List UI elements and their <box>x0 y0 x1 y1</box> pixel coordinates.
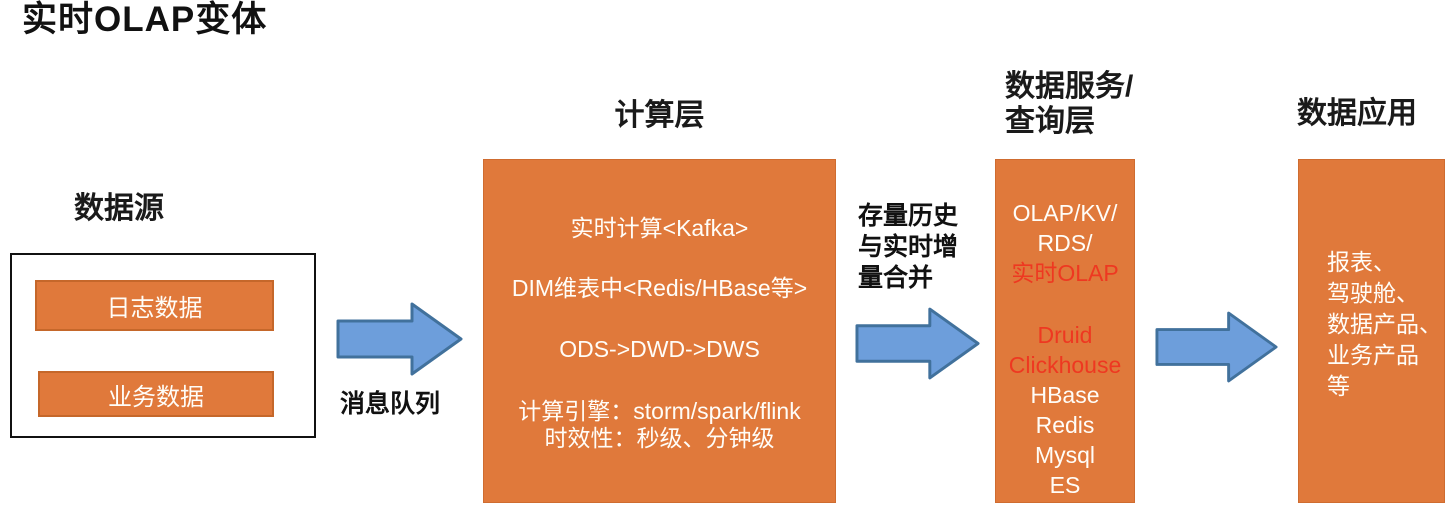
arrow-shape <box>855 307 980 380</box>
merge-note-line-1: 存量历史 <box>858 202 959 230</box>
app-line-business-product: 业务产品 <box>1327 342 1419 368</box>
service-layer-lines: OLAP/KV/ RDS/ 实时OLAP Druid Clickhouse HB… <box>996 198 1134 500</box>
message-queue-label: 消息队列 <box>340 390 441 418</box>
service-layer-box: OLAP/KV/ RDS/ 实时OLAP Druid Clickhouse HB… <box>995 159 1135 503</box>
service-line-clickhouse: Clickhouse <box>1008 352 1122 378</box>
service-line-druid: Druid <box>1037 322 1093 348</box>
arrow-shape <box>1155 311 1278 383</box>
business-data-label: 业务数据 <box>108 383 204 411</box>
app-line-etc: 等 <box>1327 373 1350 399</box>
merge-note-line-2: 与实时增 <box>858 233 959 261</box>
app-line-report: 报表、 <box>1327 249 1396 275</box>
flow-arrow-3 <box>1155 311 1278 383</box>
compute-layer-header: 计算层 <box>614 99 705 132</box>
log-data-label: 日志数据 <box>106 295 203 322</box>
compute-line-dim: DIM维表中<Redis/HBase等> <box>511 275 808 301</box>
app-line-data-product: 数据产品、 <box>1327 311 1442 337</box>
service-layer-header-line-1: 数据服务/ <box>1005 70 1134 103</box>
service-line-rds: RDS/ <box>1037 230 1093 256</box>
compute-line-latency: 时效性：秒级、分钟级 <box>544 425 775 451</box>
service-layer-header: 数据服务/ 查询层 <box>1005 69 1133 139</box>
service-line-es: ES <box>1049 472 1081 498</box>
compute-line-ods: ODS->DWD->DWS <box>559 336 760 362</box>
business-data-box: 业务数据 <box>38 371 274 417</box>
compute-line-engine: 计算引擎：storm/spark/flink <box>518 398 801 424</box>
service-line-hbase: HBase <box>1030 382 1100 408</box>
service-line-olap-kv: OLAP/KV/ <box>1012 200 1118 226</box>
service-line-realtime-olap: 实时OLAP <box>1011 260 1119 286</box>
data-source-group-box: 日志数据 业务数据 <box>10 253 316 438</box>
flow-arrow-2 <box>855 307 980 380</box>
data-application-lines: 报表、 驾驶舱、 数据产品、 业务产品 等 <box>1327 247 1442 402</box>
log-data-box: 日志数据 <box>35 280 274 331</box>
flow-arrow-1 <box>336 302 463 376</box>
diagram-title: 实时OLAP变体 <box>22 0 268 39</box>
merge-note-line-3: 量合并 <box>858 264 934 292</box>
service-line-redis: Redis <box>1035 412 1095 438</box>
service-layer-header-line-2: 查询层 <box>1005 105 1095 138</box>
arrow-shape <box>336 302 463 376</box>
data-application-header: 数据应用 <box>1297 97 1417 130</box>
service-line-mysql: Mysql <box>1034 442 1096 468</box>
data-application-box: 报表、 驾驶舱、 数据产品、 业务产品 等 <box>1298 159 1445 503</box>
compute-layer-box: 实时计算<Kafka> DIM维表中<Redis/HBase等> ODS->DW… <box>483 159 836 503</box>
compute-line-realtime: 实时计算<Kafka> <box>570 215 749 241</box>
merge-note: 存量历史 与实时增 量合并 <box>858 201 958 294</box>
app-line-cockpit: 驾驶舱、 <box>1327 280 1419 306</box>
data-source-header: 数据源 <box>74 192 164 225</box>
